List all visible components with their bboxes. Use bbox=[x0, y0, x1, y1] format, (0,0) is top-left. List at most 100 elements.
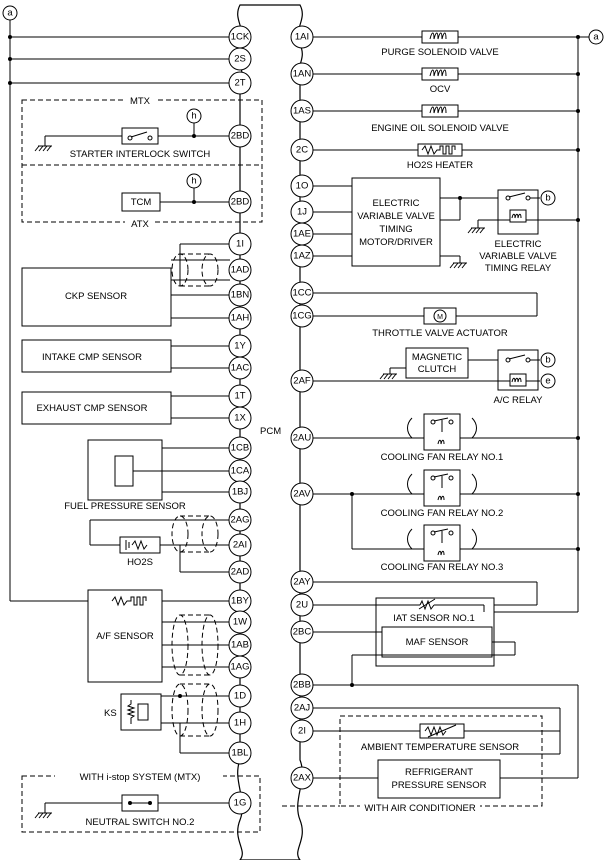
ac-relay-label: A/C RELAY bbox=[494, 395, 544, 406]
pin-label: 2AJ bbox=[294, 703, 311, 714]
pin-1G: 1G bbox=[228, 791, 252, 815]
pin-label: 1CK bbox=[231, 32, 250, 43]
pin-1BY: 1BY bbox=[228, 589, 252, 613]
istop-label: WITH i-stop SYSTEM (MTX) bbox=[80, 772, 201, 783]
mag-label-1: MAGNETIC bbox=[412, 352, 462, 363]
pin-1I: 1I bbox=[228, 232, 252, 256]
pin-2AY: 2AY bbox=[290, 570, 314, 594]
evvt-driver-box bbox=[351, 177, 441, 267]
ref-b-evvt bbox=[540, 190, 556, 206]
pin-1AG: 1AG bbox=[228, 655, 252, 679]
pin-label: 2BD bbox=[231, 197, 250, 208]
pin-1J: 1J bbox=[290, 200, 314, 224]
pin-label: 2U bbox=[296, 600, 308, 611]
pin-2AG: 2AG bbox=[228, 508, 252, 532]
pin-label: 1AG bbox=[230, 662, 249, 673]
ckp-sensor-label: CKP SENSOR bbox=[65, 291, 127, 302]
pin-1CG: 1CG bbox=[290, 304, 314, 328]
pin-1AB: 1AB bbox=[228, 633, 252, 657]
pin-label: 2AF bbox=[293, 376, 311, 387]
pin-label: 2T bbox=[234, 78, 245, 89]
pin-1H: 1H bbox=[228, 711, 252, 735]
ref-e-ac-label: e bbox=[545, 376, 550, 387]
pin-2BD-mtx: 2BD bbox=[228, 124, 252, 148]
af-sensor-label: A/F SENSOR bbox=[96, 631, 154, 642]
pin-1CC: 1CC bbox=[290, 281, 314, 305]
ho2s-heater-label: HO2S HEATER bbox=[407, 160, 473, 171]
pin-1AS: 1AS bbox=[290, 99, 314, 123]
starter-interlock-label: STARTER INTERLOCK SWITCH bbox=[70, 149, 211, 160]
pin-1Y: 1Y bbox=[228, 334, 252, 358]
pin-label: 2I bbox=[298, 726, 306, 737]
pin-label: 1CG bbox=[292, 311, 312, 322]
evvt-label-1: ELECTRIC bbox=[373, 198, 420, 209]
eosv-coil bbox=[421, 104, 459, 118]
pin-label: 1D bbox=[234, 691, 246, 702]
ref-b-ac bbox=[540, 352, 556, 368]
pin-2BD-atx: 2BD bbox=[228, 190, 252, 214]
pin-label: 2AD bbox=[231, 567, 250, 578]
pin-2BC: 2BC bbox=[290, 620, 314, 644]
motor-m-label: M bbox=[437, 314, 443, 321]
purge-label: PURGE SOLENOID VALVE bbox=[381, 47, 498, 58]
intake-cmp-label: INTAKE CMP SENSOR bbox=[42, 352, 142, 363]
pin-label: 2AV bbox=[293, 489, 311, 500]
fuel-pressure-label: FUEL PRESSURE SENSOR bbox=[64, 501, 186, 512]
ks-label: KS bbox=[104, 708, 117, 719]
pin-label: 1O bbox=[296, 181, 309, 192]
pin-1W: 1W bbox=[228, 610, 252, 634]
pin-label: 1AH bbox=[231, 313, 250, 324]
mtx-label: MTX bbox=[130, 96, 151, 107]
pin-label: 1AN bbox=[293, 69, 312, 80]
pin-1AH: 1AH bbox=[228, 306, 252, 330]
pin-label: 2AY bbox=[293, 577, 311, 588]
pin-label: 1CC bbox=[292, 288, 311, 299]
pin-label: 1AS bbox=[293, 106, 311, 117]
pin-label: 1I bbox=[236, 239, 244, 250]
with-ac-label: WITH AIR CONDITIONER bbox=[364, 803, 476, 814]
pin-1CB: 1CB bbox=[228, 436, 252, 460]
ref-a-right-label: a bbox=[593, 32, 599, 43]
pin-2U: 2U bbox=[290, 593, 314, 617]
ambient-temp-label: AMBIENT TEMPERATURE SENSOR bbox=[361, 742, 519, 753]
pin-label: 1BL bbox=[232, 748, 249, 759]
pin-2BB: 2BB bbox=[290, 673, 314, 697]
ocv-label: OCV bbox=[430, 84, 451, 95]
pin-label: 1AI bbox=[295, 32, 309, 43]
exhaust-cmp-box bbox=[21, 391, 172, 425]
pin-label: 1AE bbox=[293, 229, 311, 240]
pin-1T: 1T bbox=[228, 384, 252, 408]
fan1-label: COOLING FAN RELAY NO.1 bbox=[381, 452, 504, 463]
pcm-label: PCM bbox=[260, 426, 281, 437]
pin-label: 1H bbox=[234, 718, 246, 729]
purge-solenoid-coil bbox=[421, 30, 459, 44]
ref-e-ac bbox=[540, 373, 556, 389]
fan3-label: COOLING FAN RELAY NO.3 bbox=[381, 562, 504, 573]
pin-1CA: 1CA bbox=[228, 459, 252, 483]
evvt-label-3: TIMING bbox=[379, 224, 412, 235]
maf-label: MAF SENSOR bbox=[406, 637, 469, 648]
pin-label: 1BJ bbox=[232, 487, 249, 498]
pin-2I: 2I bbox=[290, 719, 314, 743]
pin-2C: 2C bbox=[290, 138, 314, 162]
pin-label: 1Y bbox=[234, 341, 246, 352]
pin-label: 1CB bbox=[231, 443, 249, 454]
pin-1BL: 1BL bbox=[228, 741, 252, 765]
tcm-label: TCM bbox=[131, 197, 152, 208]
pin-2AF: 2AF bbox=[290, 369, 314, 393]
exhaust-cmp-label: EXHAUST CMP SENSOR bbox=[36, 403, 147, 414]
pin-label: 2AX bbox=[293, 773, 312, 784]
ref-a-left-label: a bbox=[7, 8, 13, 19]
ref-h-atx bbox=[186, 173, 202, 189]
pin-2AU: 2AU bbox=[290, 426, 314, 450]
pin-label: 1X bbox=[234, 413, 246, 424]
ref-h-atx-label: h bbox=[191, 176, 196, 187]
pin-2AD: 2AD bbox=[228, 560, 252, 584]
starter-interlock-switch bbox=[121, 127, 159, 145]
ocv-coil bbox=[421, 67, 459, 81]
ref-b-ac-label: b bbox=[545, 355, 550, 366]
fan2-label: COOLING FAN RELAY NO.2 bbox=[381, 508, 504, 519]
pin-1D: 1D bbox=[228, 684, 252, 708]
refrigerant-sensor-box bbox=[377, 759, 501, 799]
